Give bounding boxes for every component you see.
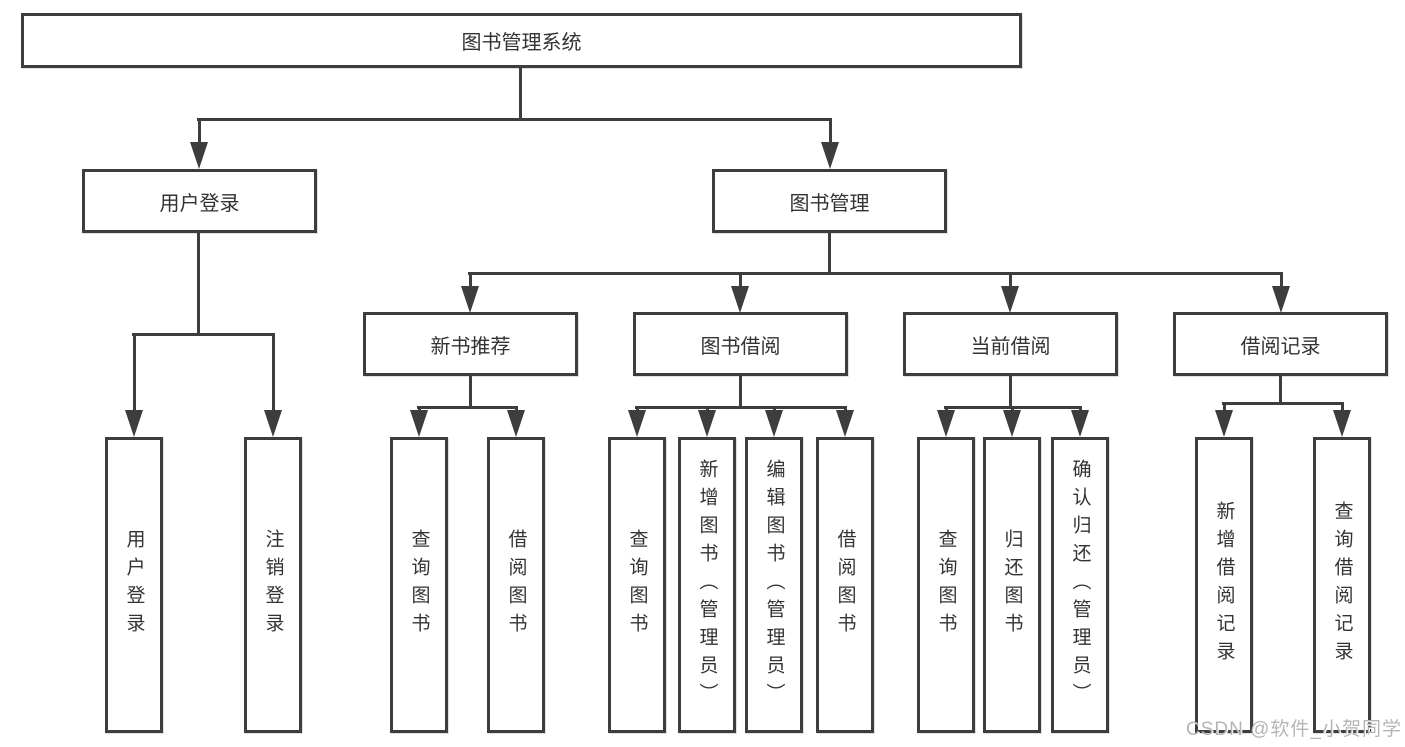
arrow-down-icon (731, 286, 749, 313)
connector-vertical (1008, 376, 1012, 408)
connector-arrow-stem (1222, 403, 1226, 410)
connector-arrow-stem (738, 273, 742, 286)
node-current-borrowing: 当前借阅 (903, 312, 1118, 376)
connector-arrow-stem (944, 407, 948, 410)
arrow-down-icon (461, 286, 479, 313)
connector-arrow-stem (514, 407, 518, 410)
arrow-down-icon (698, 410, 716, 437)
node-book-borrowing: 图书借阅 (633, 312, 848, 376)
connector-horizontal (417, 405, 518, 409)
node-library-system: 图书管理系统 (21, 13, 1022, 68)
node-borrowing-records: 借阅记录 (1173, 312, 1388, 376)
connector-vertical (518, 68, 522, 120)
connector-arrow-stem (635, 407, 639, 410)
connector-horizontal (468, 271, 1283, 275)
arrow-down-icon (125, 410, 143, 437)
node-user-login-label: 用户登录 (159, 192, 240, 215)
arrow-down-icon (821, 142, 839, 169)
connector-arrow-stem (1008, 273, 1012, 286)
connector-horizontal (1222, 401, 1344, 405)
connector-arrow-stem (468, 273, 472, 286)
node-book-borrowing-label: 图书借阅 (700, 335, 781, 358)
leaf-query-books-recommend-label: 查询图书 (408, 529, 430, 641)
node-borrowing-records-label: 借阅记录 (1240, 335, 1321, 358)
leaf-query-books-current: 查询图书 (917, 437, 975, 733)
leaf-add-books-admin: 新增图书（管理员） (678, 437, 736, 733)
arrow-down-icon (1071, 410, 1089, 437)
leaf-return-books-label: 归还图书 (1001, 529, 1023, 641)
arrow-down-icon (410, 410, 428, 437)
arrow-down-icon (190, 142, 208, 169)
leaf-borrow-books-borrowing: 借阅图书 (816, 437, 874, 733)
leaf-return-books: 归还图书 (983, 437, 1041, 733)
leaf-user-login: 用户登录 (105, 437, 163, 733)
node-user-login: 用户登录 (82, 169, 317, 233)
leaf-borrow-books-recommend-label: 借阅图书 (505, 529, 527, 641)
connector-arrow-stem (705, 407, 709, 410)
connector-arrow-stem (772, 407, 776, 410)
leaf-borrow-books-borrowing-label: 借阅图书 (834, 529, 856, 641)
leaf-query-books-borrowing: 查询图书 (608, 437, 666, 733)
leaf-user-login-label: 用户登录 (123, 529, 145, 641)
connector-arrow-stem (843, 407, 847, 410)
arrow-down-icon (836, 410, 854, 437)
connector-vertical (1278, 376, 1282, 404)
leaf-edit-books-admin: 编辑图书（管理员） (745, 437, 803, 733)
node-new-book-recommendation: 新书推荐 (363, 312, 578, 376)
leaf-logout-label: 注销登录 (262, 529, 284, 641)
leaf-edit-books-admin-label: 编辑图书（管理员） (763, 459, 785, 711)
connector-vertical (196, 233, 200, 334)
arrow-down-icon (1272, 286, 1290, 313)
leaf-query-books-current-label: 查询图书 (935, 529, 957, 641)
connector-arrow-stem (417, 407, 421, 410)
leaf-query-books-borrowing-label: 查询图书 (626, 529, 648, 641)
arrow-down-icon (264, 410, 282, 437)
node-book-management: 图书管理 (712, 169, 947, 233)
leaf-query-borrow-record: 查询借阅记录 (1313, 437, 1371, 733)
connector-horizontal (197, 117, 832, 121)
arrow-down-icon (1215, 410, 1233, 437)
arrow-down-icon (1003, 410, 1021, 437)
leaf-query-books-recommend: 查询图书 (390, 437, 448, 733)
connector-horizontal (635, 405, 847, 409)
leaf-add-borrow-record: 新增借阅记录 (1195, 437, 1253, 733)
leaf-add-borrow-record-label: 新增借阅记录 (1213, 501, 1235, 669)
arrow-down-icon (937, 410, 955, 437)
connector-arrow-stem (197, 119, 201, 142)
connector-vertical (827, 233, 831, 274)
leaf-query-borrow-record-label: 查询借阅记录 (1331, 501, 1353, 669)
connector-vertical (468, 376, 472, 408)
connector-arrow-stem (1279, 273, 1283, 286)
connector-vertical (738, 376, 742, 408)
arrow-down-icon (628, 410, 646, 437)
leaf-borrow-books-recommend: 借阅图书 (487, 437, 545, 733)
node-book-management-label: 图书管理 (789, 192, 870, 215)
connector-arrow-stem (828, 119, 832, 142)
watermark: CSDN @软件_小贺同学 (1186, 719, 1402, 740)
leaf-confirm-return-admin-label: 确认归还（管理员） (1069, 459, 1091, 711)
connector-arrow-stem (1078, 407, 1082, 410)
leaf-confirm-return-admin: 确认归还（管理员） (1051, 437, 1109, 733)
arrow-down-icon (765, 410, 783, 437)
connector-arrow-stem (132, 334, 136, 410)
leaf-add-books-admin-label: 新增图书（管理员） (696, 459, 718, 711)
connector-horizontal (132, 332, 275, 336)
leaf-logout: 注销登录 (244, 437, 302, 733)
arrow-down-icon (1001, 286, 1019, 313)
connector-arrow-stem (1340, 403, 1344, 410)
node-current-borrowing-label: 当前借阅 (970, 335, 1051, 358)
connector-arrow-stem (271, 334, 275, 410)
arrow-down-icon (1333, 410, 1351, 437)
node-library-system-label: 图书管理系统 (461, 32, 582, 54)
connector-arrow-stem (1010, 407, 1014, 410)
arrow-down-icon (507, 410, 525, 437)
node-new-book-recommendation-label: 新书推荐 (430, 335, 511, 358)
